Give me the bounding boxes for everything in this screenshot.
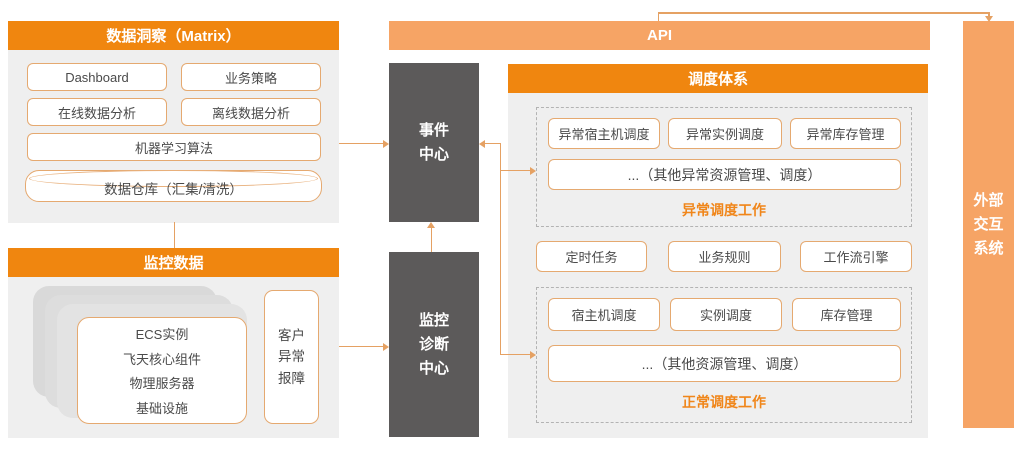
connector-trunk-abnormal (501, 169, 530, 171)
box-online-analysis: 在线数据分析 (27, 98, 167, 126)
connector-api-across (657, 12, 990, 14)
resource-infrastructure: 基础设施 (135, 401, 188, 417)
data-insight-title: 数据洞察（Matrix） (106, 28, 241, 45)
box-other-resources: ...（其他资源管理、调度） (548, 345, 901, 382)
resource-ecs: ECS实例 (135, 326, 189, 342)
box-scheduled-tasks: 定时任务 (536, 241, 647, 272)
data-insight-header: 数据洞察（Matrix） (8, 21, 339, 50)
api-label: API (646, 27, 672, 44)
data-warehouse-label: 数据仓库（汇集/清洗） (104, 181, 243, 197)
box-abnormal-inventory-mgmt: 异常库存管理 (790, 118, 901, 149)
box-dashboard: Dashboard (27, 63, 167, 91)
monitor-diagnosis-label: 监控诊断中心 (418, 311, 449, 377)
external-system-bar: 外部交互系统 (963, 21, 1014, 428)
box-customer-fault: 客户异常报障 (264, 290, 319, 424)
scheduling-header: 调度体系 (508, 64, 928, 93)
box-workflow-engine: 工作流引擎 (800, 241, 912, 272)
resource-feitian: 飞天核心组件 (122, 351, 201, 367)
connector-trunk-normal (501, 353, 530, 355)
customer-fault-label: 客户异常报障 (277, 327, 305, 386)
box-abnormal-host-scheduling: 异常宿主机调度 (548, 118, 660, 149)
connector-api-up (657, 12, 659, 21)
monitored-resources-card: ECS实例 飞天核心组件 物理服务器 基础设施 (77, 317, 247, 424)
box-other-abnormal-resources: ...（其他异常资源管理、调度） (548, 159, 901, 190)
box-ml-algorithm: 机器学习算法 (27, 133, 321, 161)
box-abnormal-instance-scheduling: 异常实例调度 (668, 118, 782, 149)
monitoring-header: 监控数据 (8, 248, 339, 277)
abnormal-scheduling-group (536, 107, 912, 227)
arrow-left-icon (479, 139, 485, 148)
connector-trunk-event (485, 142, 500, 144)
box-inventory-mgmt: 库存管理 (792, 298, 901, 331)
connector-insight-to-monitoring (173, 222, 175, 248)
box-host-scheduling: 宿主机调度 (548, 298, 660, 331)
monitor-diagnosis-center-box: 监控诊断中心 (389, 252, 479, 437)
monitoring-title: 监控数据 (143, 255, 204, 272)
resource-physical-server: 物理服务器 (129, 376, 195, 392)
box-data-warehouse: 数据仓库（汇集/清洗） (25, 170, 322, 202)
api-bar: API (389, 21, 930, 50)
external-system-label: 外部交互系统 (973, 191, 1004, 257)
event-center-label: 事件中心 (418, 121, 449, 163)
box-business-rules: 业务规则 (668, 241, 781, 272)
arrow-right-icon (383, 342, 389, 351)
connector-trunk (499, 143, 501, 355)
arrow-up-icon (427, 222, 435, 228)
connector-api-down (988, 12, 990, 18)
arrow-right-icon (530, 350, 536, 359)
arrow-right-icon (383, 139, 389, 148)
scheduling-title: 调度体系 (687, 71, 748, 88)
connector-insight-event (339, 142, 383, 144)
box-offline-analysis: 离线数据分析 (181, 98, 321, 126)
normal-scheduling-group (536, 287, 912, 423)
normal-scheduling-label: 正常调度工作 (682, 394, 766, 410)
event-center-box: 事件中心 (389, 63, 479, 222)
box-instance-scheduling: 实例调度 (670, 298, 782, 331)
arrow-right-icon (530, 166, 536, 175)
connector-diagnosis-event (430, 228, 432, 252)
abnormal-scheduling-label: 异常调度工作 (682, 202, 766, 218)
arrow-down-icon (984, 16, 993, 22)
box-business-strategy: 业务策略 (181, 63, 321, 91)
connector-monitoring-diagnosis (339, 345, 383, 347)
